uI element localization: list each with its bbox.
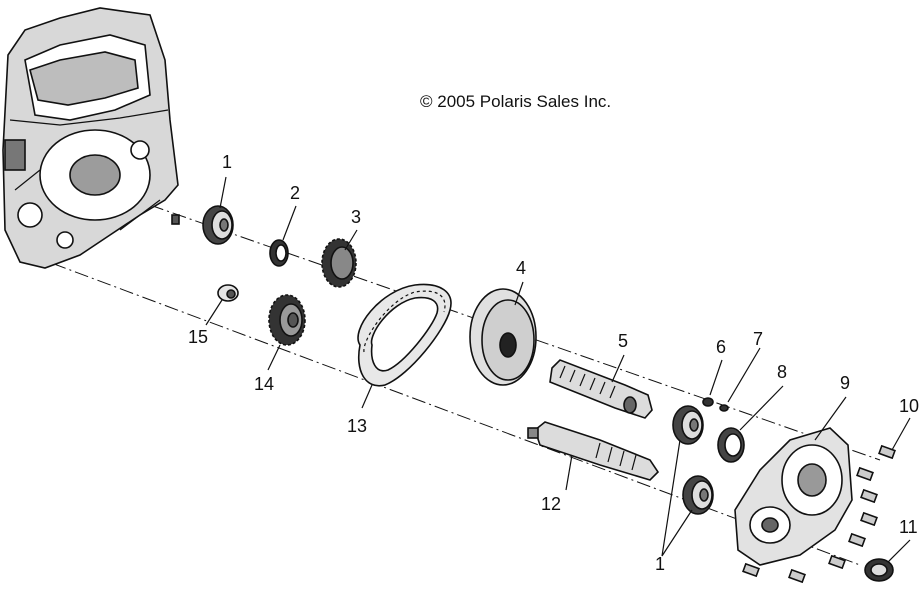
callout-4: 4 — [516, 258, 526, 278]
part-3-sprocket — [321, 238, 357, 288]
part-12-shaft — [527, 421, 660, 481]
part-1-bearing-middle — [672, 405, 704, 445]
callout-3: 3 — [351, 207, 361, 227]
part-1-bearing-upper — [171, 205, 234, 245]
part-2-ring — [269, 239, 289, 267]
part-5-shaft — [549, 359, 653, 419]
callout-14: 14 — [254, 374, 274, 394]
callout-10: 10 — [899, 396, 919, 416]
part-8-seal — [717, 427, 745, 463]
callout-6: 6 — [716, 337, 726, 357]
callout-2: 2 — [290, 183, 300, 203]
part-6-pin — [702, 397, 714, 407]
callout-8: 8 — [777, 362, 787, 382]
callout-labels: 1 2 3 4 5 6 7 8 9 10 11 12 13 14 15 1 — [188, 152, 919, 574]
part-7-pin — [719, 404, 729, 412]
callout-15: 15 — [188, 327, 208, 347]
copyright-text: © 2005 Polaris Sales Inc. — [420, 92, 611, 111]
callout-11: 11 — [899, 517, 918, 537]
leader-lines — [205, 176, 911, 563]
callout-1-lower: 1 — [655, 554, 665, 574]
part-14-sprocket — [268, 294, 306, 346]
callout-12: 12 — [541, 494, 561, 514]
lower-axis-line — [29, 254, 861, 566]
part-13-chain — [357, 283, 452, 387]
callout-9: 9 — [840, 373, 850, 393]
part-10-bolts — [742, 444, 896, 584]
part-9-cover — [734, 427, 853, 566]
callout-13: 13 — [347, 416, 367, 436]
part-15-bushing — [217, 284, 239, 302]
part-1-bearing-lower — [682, 475, 714, 515]
part-4-disc — [469, 288, 537, 386]
gearcase-housing — [2, 7, 179, 269]
part-11-seal — [864, 558, 894, 582]
callout-5: 5 — [618, 331, 628, 351]
callout-1-upper: 1 — [222, 152, 232, 172]
callout-7: 7 — [753, 329, 763, 349]
